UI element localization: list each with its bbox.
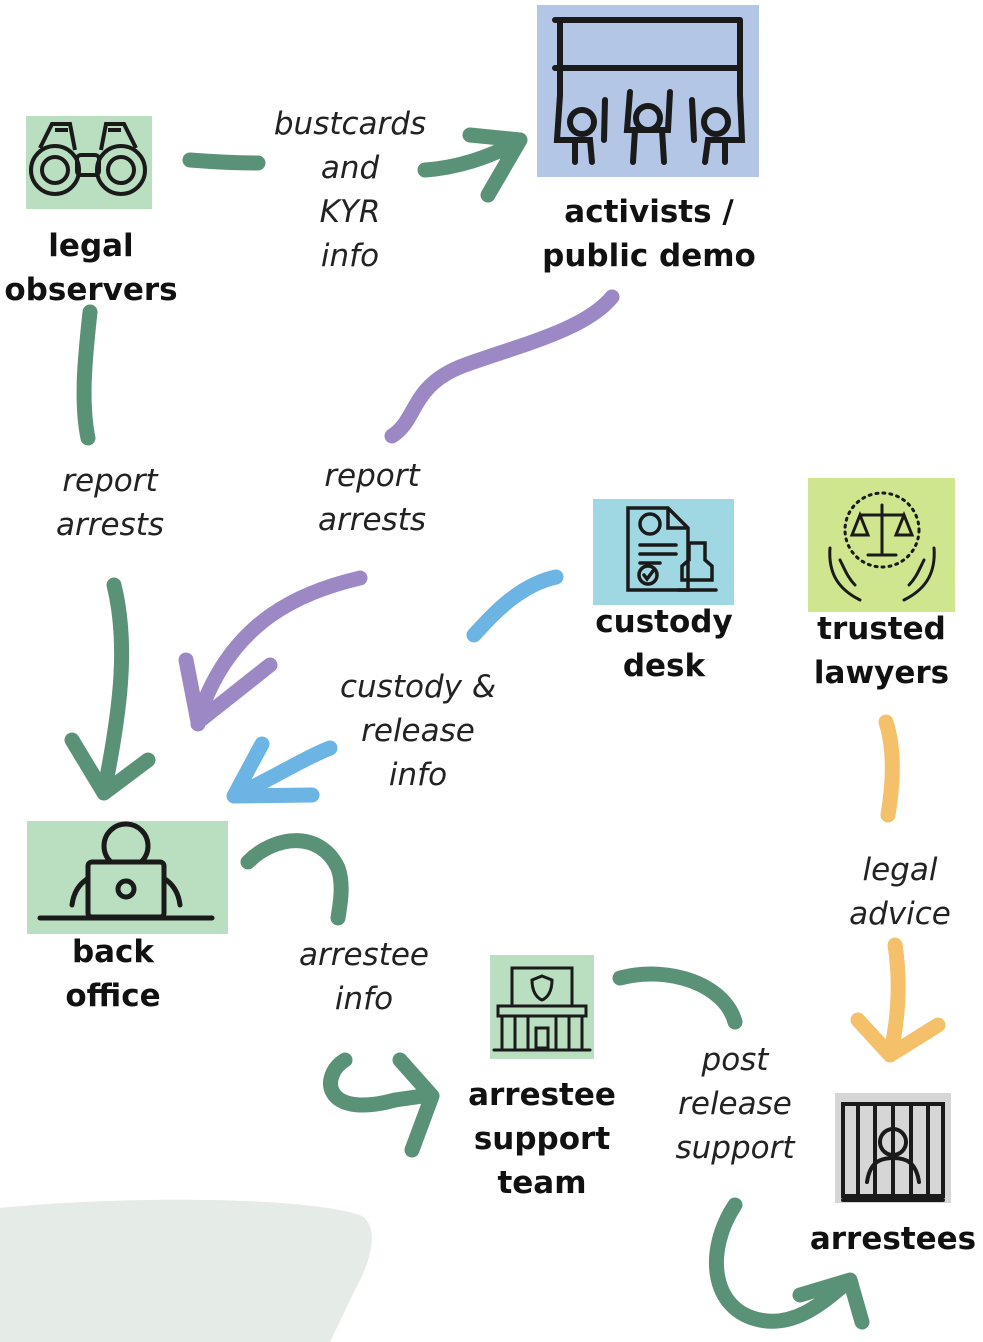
edge-label-post-release: post release support [675,1042,795,1166]
arrow-observers-to-activists-start [182,152,266,171]
edge-label-report-arrests-observers: report arrests [55,463,164,543]
edge-label-report-arrests-activists: report arrests [317,458,426,538]
node-arrestee-support-team: arrestee support team [468,1077,616,1201]
arrow-advice-to-arrestees [850,937,946,1063]
node-custody-desk: custody desk [595,604,733,684]
arrow-support-out [612,966,743,1030]
police-station-icon [490,955,594,1059]
jail-bars-icon [835,1093,951,1203]
arrow-report-to-backoffice-purple [178,570,368,732]
node-trusted-lawyers: trusted lawyers [813,611,950,691]
arrow-post-to-arrestees [708,1197,870,1330]
edge-label-bustcards: bustcards and KYR info [273,106,427,274]
stamped-document-icon [593,499,734,605]
arrow-report-to-backoffice-green [64,577,156,801]
arrow-observers-down [76,304,98,446]
node-arrestees: arrestees [809,1221,977,1257]
edge-label-custody-release: custody & release info [339,669,496,793]
arrow-info-to-support [323,1052,440,1158]
node-legal-observers: legal observers [4,228,178,308]
node-back-office: back office [65,934,161,1014]
arrow-custody-out [466,569,564,643]
laptop-worker-icon [27,821,228,934]
arrow-custody-to-backoffice [226,736,338,804]
binoculars-icon [26,116,152,209]
arrow-lawyers-down [878,714,900,823]
arrow-observers-to-activists [417,127,528,203]
node-activists: activists / public demo [542,194,756,274]
edge-label-arrestee-info: arrestee info [298,937,429,1017]
edge-label-legal-advice: legal advice [849,852,951,932]
decorative-blob [0,1199,372,1342]
arrow-backoffice-out [240,833,349,926]
justice-scales-icon [808,478,955,612]
arrow-activists-down [384,289,620,444]
protest-banner-icon [537,5,759,177]
